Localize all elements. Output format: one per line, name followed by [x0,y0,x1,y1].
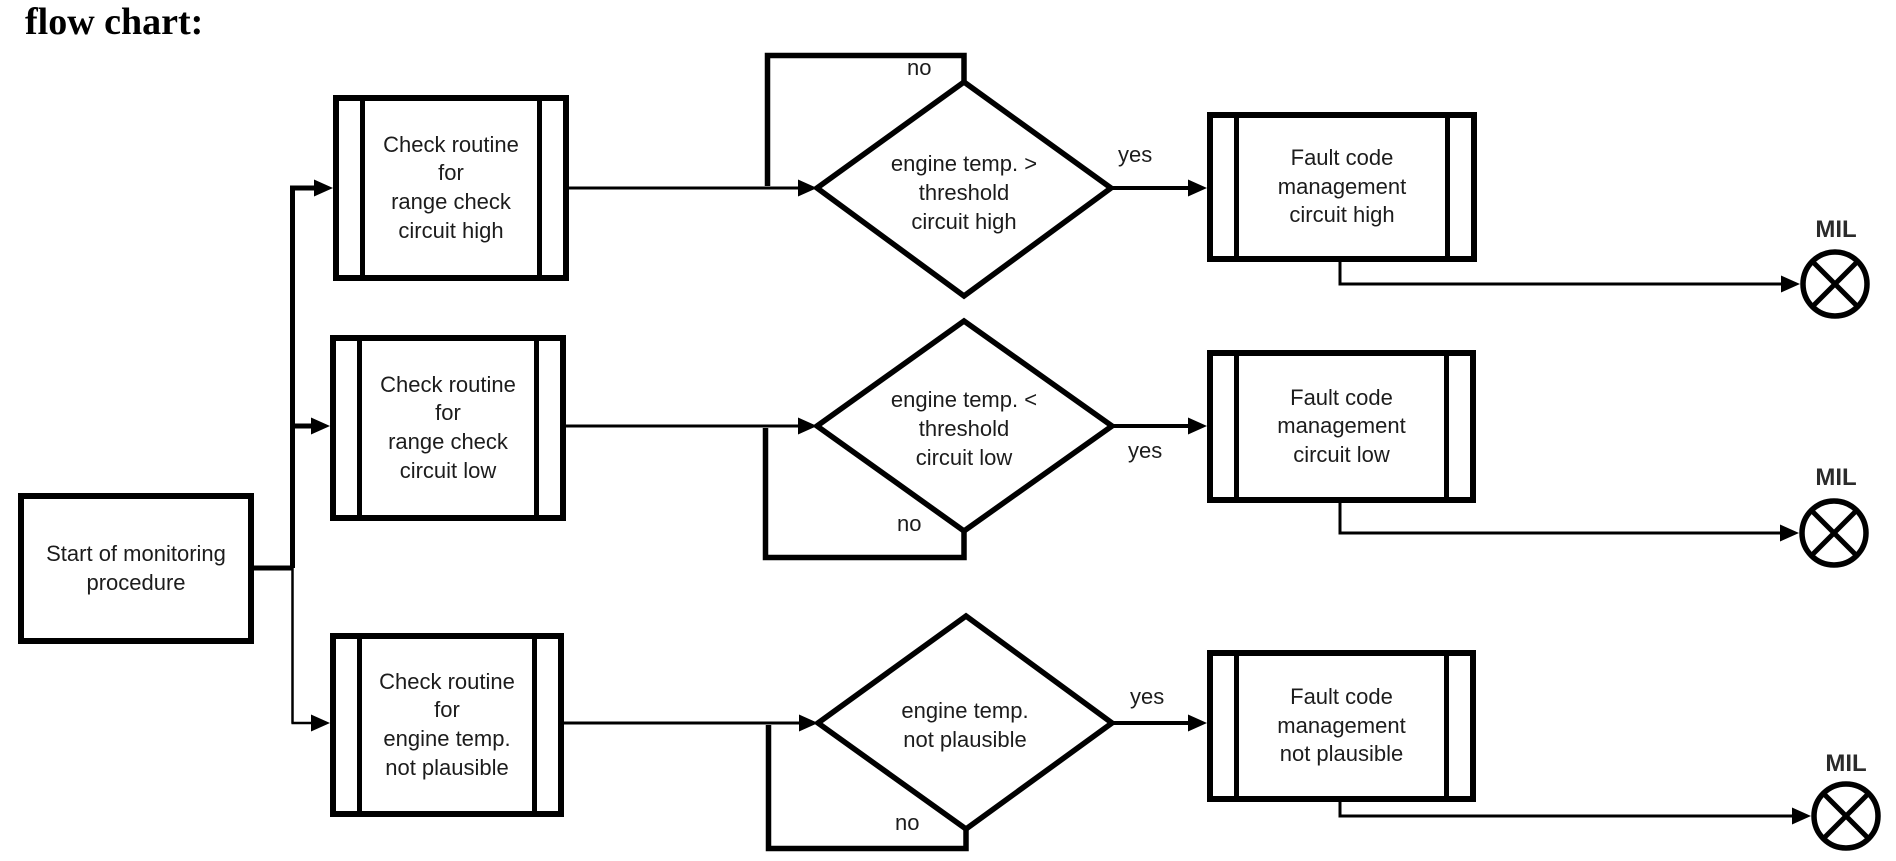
no-label-row1: no [907,55,932,80]
predefined-process-bar [1234,356,1239,497]
yes-label-row1: yes [1118,142,1153,167]
decision-diamond-row3 [813,612,1117,833]
arrow-icon [798,417,817,435]
page-title: flow chart: [25,1,204,43]
predefined-process-bar [1234,118,1239,256]
arrowheads [311,179,1811,825]
connector-no-loop-row3 [765,725,969,852]
predefined-process-bar [534,341,539,515]
predefined-process-bar [357,341,362,515]
check-box-row3-label: Check routine for engine temp. not plaus… [379,668,515,780]
fault-box-row3: Fault code management not plausible [1207,650,1476,802]
decision-label-row1: engine temp. > threshold circuit high [890,151,1038,235]
mil-label-row2: MIL [1815,464,1857,491]
fault-box-row1-label: Fault code management circuit high [1277,145,1407,228]
arrow-icon [799,714,818,732]
yes-label-row3: yes [1130,684,1165,709]
check-box-row3: Check routine for engine temp. not plaus… [330,633,564,817]
fault-box-row1: Fault code management circuit high [1207,112,1477,262]
arrow-icon [1781,275,1800,293]
connector-fault1-to-mil1 [1338,259,1782,286]
no-label-row3: no [895,810,920,835]
arrow-icon [1792,807,1811,825]
connector-no-loop-row2 [762,428,967,561]
arrow-icon [1780,524,1799,542]
check-box-row2-label: Check routine for range check circuit lo… [380,371,516,483]
predefined-process-bar [1234,656,1239,796]
mil-lamp-icon-row3 [1811,781,1881,851]
start-box: Start of monitoring procedure [18,493,254,644]
arrow-icon [311,714,330,732]
predefined-process-bar [357,639,362,811]
mil-lamp-icon-row2 [1799,498,1869,568]
decision-label-row2: engine temp. < threshold circuit low [890,387,1038,471]
yes-label-row2: yes [1128,438,1163,463]
no-label-row2: no [897,511,922,536]
arrow-icon [1188,714,1207,732]
fault-box-row2: Fault code management circuit low [1207,350,1476,503]
arrow-icon [1188,417,1207,435]
decision-diamond-row2 [812,317,1117,535]
predefined-process-bar [537,101,542,275]
mil-label-row1: MIL [1815,216,1857,243]
connector-fault3-to-mil3 [1338,799,1793,818]
connector-no-loop-row1 [764,52,967,186]
predefined-process-bar [1444,356,1449,497]
check-box-row1: Check routine for range check circuit hi… [333,95,569,281]
mil-label-row3: MIL [1825,750,1867,777]
mil-lamp-icon-row1 [1800,249,1870,319]
check-box-row2: Check routine for range check circuit lo… [330,335,566,521]
predefined-process-bar [1444,656,1449,796]
arrow-icon [311,417,330,435]
fault-box-row3-label: Fault code management not plausible [1277,684,1406,767]
fault-box-row2-label: Fault code management circuit low [1277,384,1406,467]
predefined-process-bar [1445,118,1450,256]
connector-fault2-to-mil2 [1338,500,1781,535]
start-box-label: Start of monitoring procedure [46,540,226,595]
arrow-icon [1188,179,1207,197]
predefined-process-bar [532,639,537,811]
predefined-process-bar [360,101,365,275]
decision-diamond-row1 [812,78,1116,300]
arrow-icon [798,179,817,197]
arrow-icon [314,179,333,197]
check-box-row1-label: Check routine for range check circuit hi… [383,131,519,243]
decision-label-row3: engine temp. not plausible [901,698,1029,753]
